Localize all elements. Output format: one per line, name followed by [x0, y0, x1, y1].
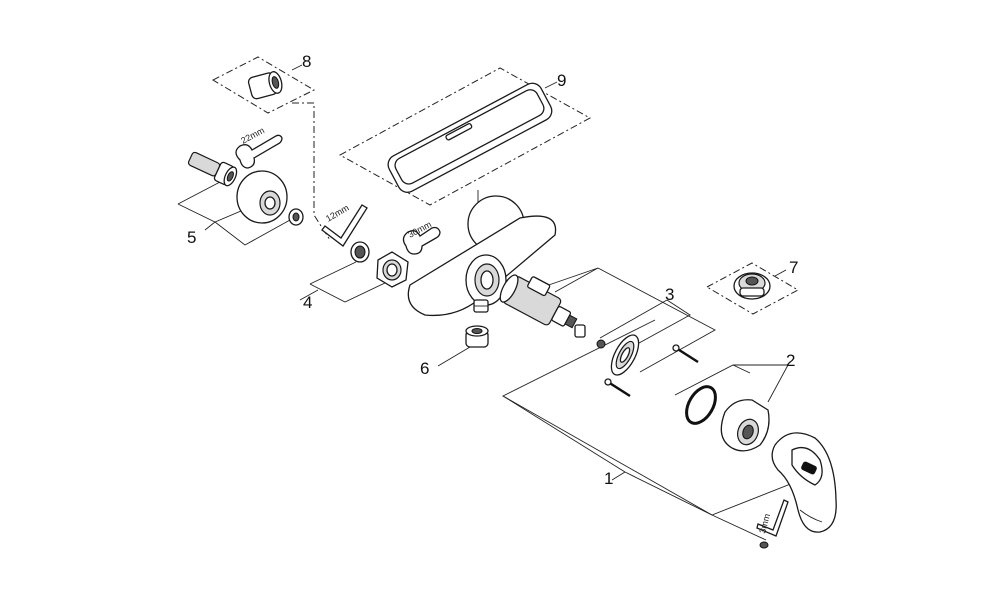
hex-key-12mm-label: 12mm: [324, 203, 351, 224]
part-5-connector: [187, 151, 304, 226]
mixer-body: [407, 195, 557, 317]
part-3-cartridge-assembly: [499, 274, 699, 398]
hex-key-3mm-icon: 3mm: [756, 499, 789, 537]
callout-labels: 1 2 3 4 5 6 7 8 9: [187, 52, 798, 488]
assembly-guide-line: [292, 102, 331, 241]
hex-key-3mm-label: 3mm: [757, 513, 772, 535]
callout-5: 5: [187, 228, 196, 247]
leader-lines: [177, 64, 827, 541]
callout-1: 1: [604, 469, 613, 488]
wrench-22mm-icon: 22mm: [235, 125, 283, 169]
callout-4: 4: [303, 293, 312, 312]
part-2-sleeve: [685, 385, 770, 452]
lever-handle: [759, 432, 837, 549]
callout-2: 2: [786, 351, 795, 370]
part-8-adapter: [211, 56, 316, 114]
part-7-cartridge: [705, 262, 800, 315]
callout-3: 3: [665, 285, 674, 304]
part-4-adapter-nut: [350, 241, 409, 288]
callout-7: 7: [789, 258, 798, 277]
callout-6: 6: [420, 359, 429, 378]
callout-8: 8: [302, 52, 311, 71]
wrench-22mm-label: 22mm: [239, 125, 266, 146]
hex-key-12mm-icon: 12mm: [321, 203, 368, 247]
callout-9: 9: [557, 71, 566, 90]
part-9-shelf: [338, 67, 592, 206]
part-6-aerator: [465, 325, 489, 348]
wrench-30mm-icon: 30mm: [402, 219, 441, 255]
